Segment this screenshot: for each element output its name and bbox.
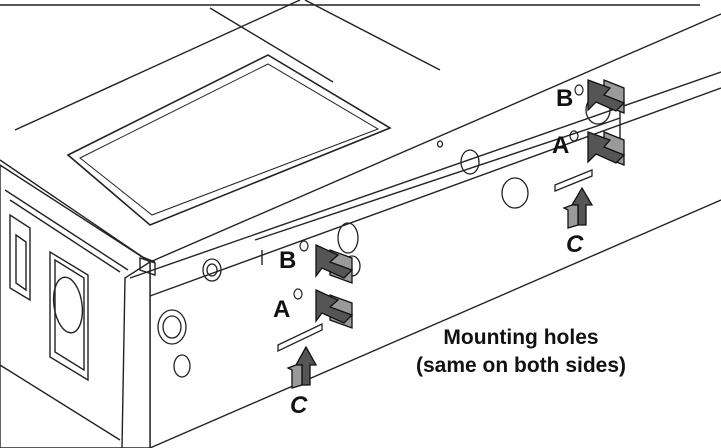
arrow-front-b	[315, 243, 354, 284]
arrow-rear-c	[562, 186, 594, 229]
callout-rear-c: C	[566, 231, 584, 258]
callout-rear-b: B	[556, 85, 573, 112]
callout-front-c: C	[290, 392, 308, 419]
rail-slots	[277, 169, 593, 353]
callout-rear-a: A	[552, 132, 569, 159]
hole-markers	[293, 84, 584, 300]
caption-line-1: Mounting holes	[443, 326, 598, 349]
chassis-front	[0, 164, 151, 448]
side-rail	[129, 71, 721, 448]
caption-line-2: (same on both sides)	[416, 354, 626, 377]
arrow-rear-a	[587, 131, 626, 166]
arrow-front-c	[286, 345, 318, 389]
arrow-front-a	[315, 288, 354, 329]
callout-front-a: A	[273, 296, 290, 323]
callout-front-b: B	[279, 247, 296, 274]
arrow-rear-b	[587, 79, 626, 114]
chassis-top	[0, 0, 721, 263]
